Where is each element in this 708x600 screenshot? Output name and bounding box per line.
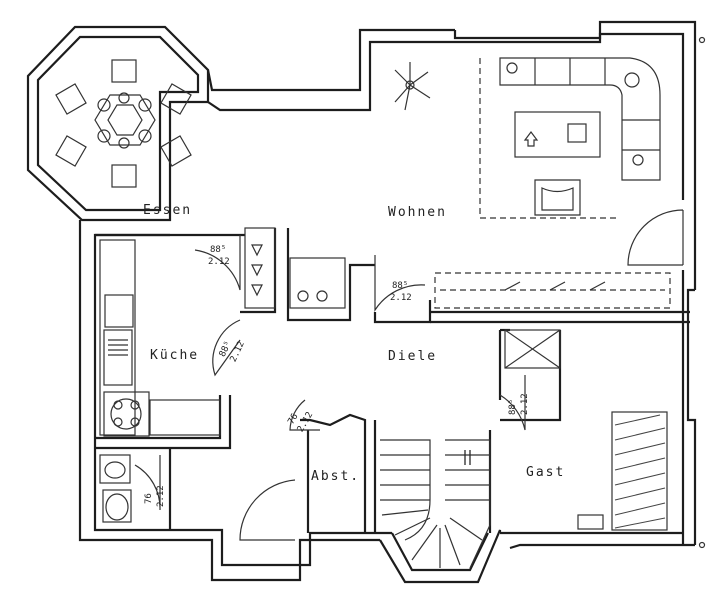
- kitchen-counters: [99, 227, 346, 437]
- label-essen: Essen: [143, 203, 192, 218]
- door-dim-wc-height: 2.12: [156, 485, 166, 507]
- wc-fixtures: [99, 454, 132, 523]
- door-dim-abst-width: 76: [286, 412, 300, 426]
- door-dim-essen-kueche-width: 88⁵: [210, 245, 226, 255]
- wohnen-terrace-door: [627, 209, 684, 266]
- label-kueche: Küche: [150, 348, 199, 363]
- wardrobe: [434, 272, 671, 309]
- door-dim-essen-kueche-height: 2.12: [208, 257, 230, 267]
- corner-mark: [698, 36, 706, 44]
- staircase: [380, 439, 491, 569]
- outer-walls: [26, 20, 697, 584]
- gast-furniture: [504, 329, 668, 531]
- door-dim-wohnen-diele-height: 2.12: [390, 293, 412, 303]
- door-dim-gast-width: 88⁵: [508, 399, 518, 415]
- label-wohnen: Wohnen: [388, 205, 447, 220]
- door-dim-gast-height: 2.12: [520, 393, 530, 415]
- door-dim-wc-width: 76: [144, 493, 154, 504]
- door-swings: [134, 235, 526, 541]
- door-dim-wohnen-diele-width: 88⁵: [392, 281, 408, 291]
- sofa-set: [479, 57, 661, 219]
- label-abst: Abst.: [311, 469, 360, 484]
- dining-table-set: [55, 59, 192, 188]
- corner-mark: [698, 541, 706, 549]
- label-diele: Diele: [388, 349, 437, 364]
- interior-walls: [95, 228, 690, 533]
- plant: [394, 62, 431, 111]
- label-gast: Gast: [526, 465, 565, 480]
